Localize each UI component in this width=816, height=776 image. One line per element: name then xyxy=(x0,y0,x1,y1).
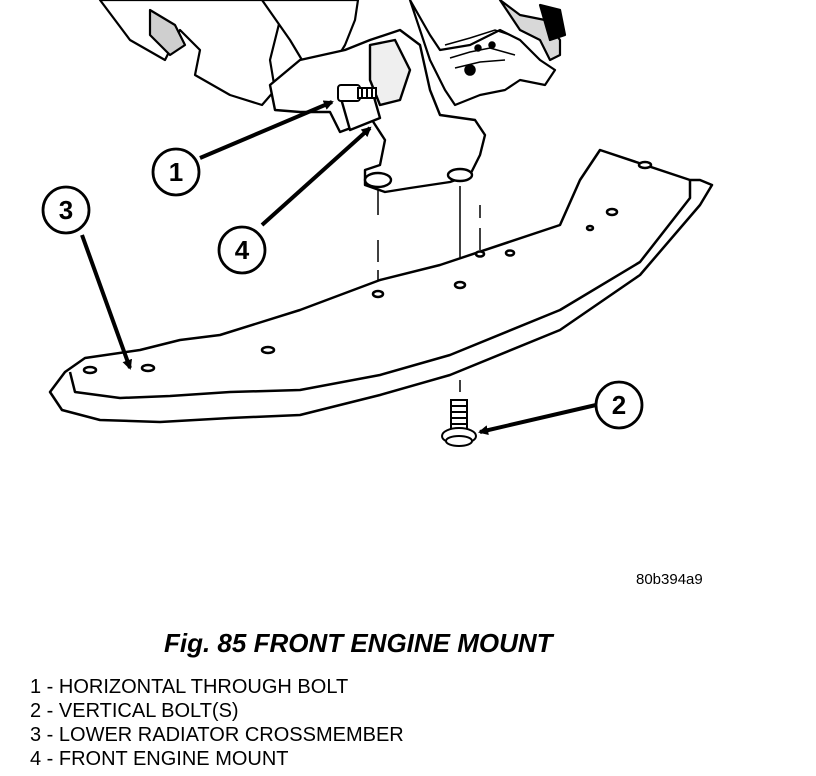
callout-3: 3 xyxy=(41,185,91,235)
callout-4-number: 4 xyxy=(235,235,250,265)
horizontal-through-bolt xyxy=(337,84,377,102)
callout-2-arrow xyxy=(478,403,597,436)
legend-item-1: 1 - HORIZONTAL THROUGH BOLT xyxy=(30,676,349,698)
vertical-bolt xyxy=(441,399,477,447)
legend-item-2: 2 - VERTICAL BOLT(S) xyxy=(30,700,239,722)
callout-4: 4 xyxy=(217,225,267,275)
callout-3-arrow xyxy=(80,234,132,370)
callout-1-arrow xyxy=(199,100,334,160)
callout-2: 2 xyxy=(594,380,644,430)
legend: 1 - HORIZONTAL THROUGH BOLT 2 - VERTICAL… xyxy=(30,675,404,771)
legend-item-4: 4 - FRONT ENGINE MOUNT xyxy=(30,748,289,770)
callout-1: 1 xyxy=(151,147,201,197)
callout-3-number: 3 xyxy=(59,195,73,225)
transmission-housing-detail xyxy=(444,29,516,76)
lower-radiator-crossmember xyxy=(48,148,714,424)
callout-1-number: 1 xyxy=(169,157,183,187)
image-code: 80b394a9 xyxy=(636,571,703,588)
engine-mount-diagram: 1 2 3 4 xyxy=(41,0,714,447)
callout-4-arrow xyxy=(260,126,372,227)
callout-arrows xyxy=(80,100,597,436)
legend-item-3: 3 - LOWER RADIATOR CROSSMEMBER xyxy=(30,724,404,746)
callout-2-number: 2 xyxy=(612,390,626,420)
figure-caption: Fig. 85 FRONT ENGINE MOUNT xyxy=(164,628,553,658)
engine-block xyxy=(98,0,567,107)
